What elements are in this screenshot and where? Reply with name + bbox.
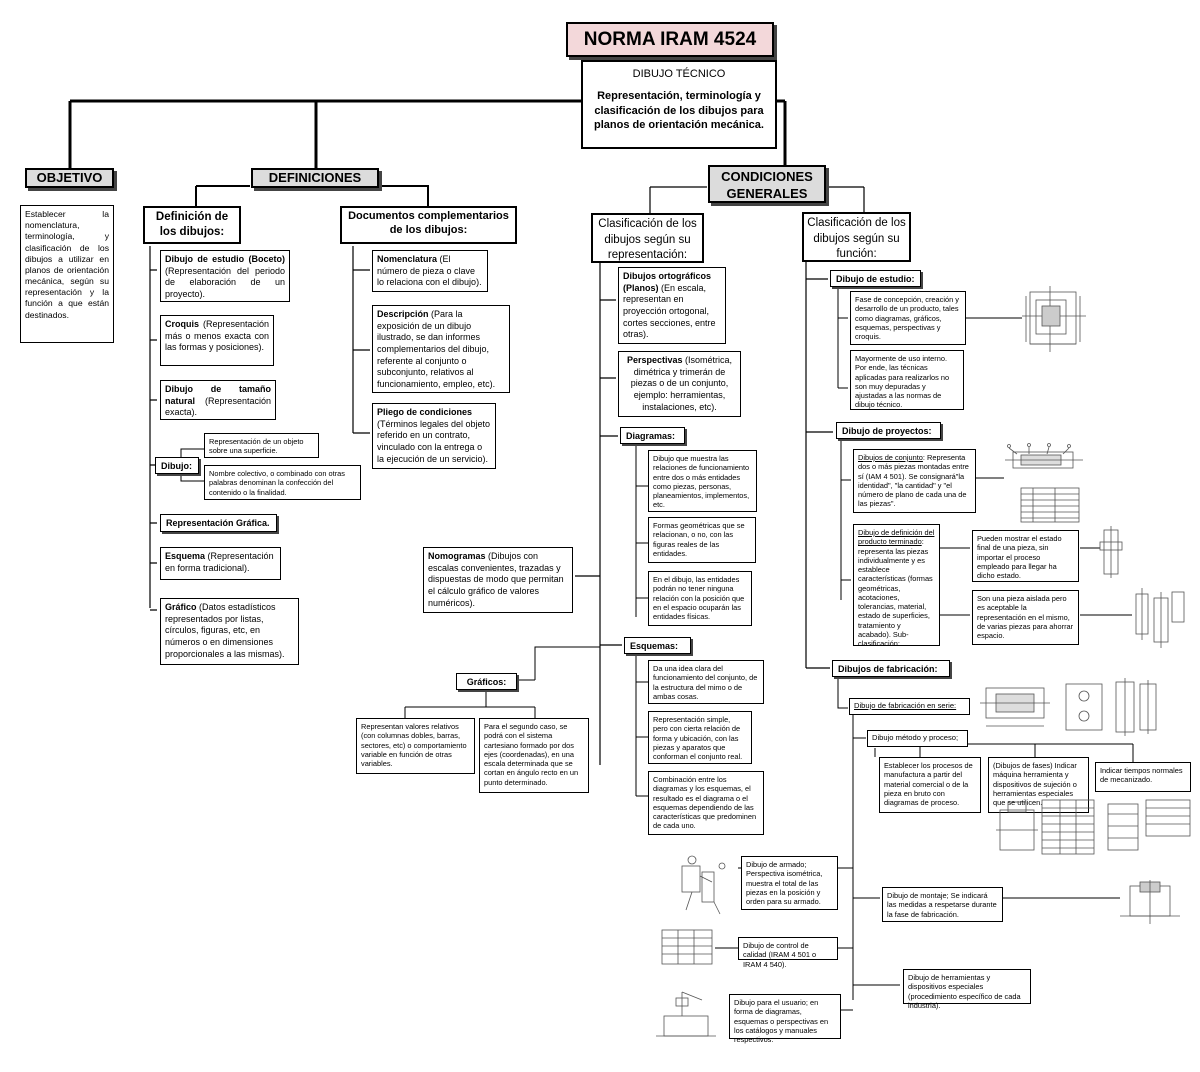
met-a: Establecer los procesos de manufactura a… <box>879 757 981 813</box>
dibujo-def-b: Nombre colectivo, o combinado con otras … <box>204 465 361 500</box>
grafico-bold: Gráfico <box>165 602 197 612</box>
montaje-drawing-image <box>1120 880 1180 924</box>
nomenclatura-bold: Nomenclatura <box>377 254 438 264</box>
dibujo-tecnico-heading: DIBUJO TÉCNICO <box>632 68 726 80</box>
usuario-box: Dibujo para el usuario; en forma de diag… <box>729 994 841 1044</box>
esquemas-label: Esquemas: <box>624 637 691 654</box>
metodo-label: Dibujo método y proceso; <box>867 730 968 747</box>
definicion-rest: : representa las piezas individualmente … <box>858 537 933 646</box>
perspectivas-box: Perspectivas (Isométrica, dimétrica y tr… <box>618 351 741 417</box>
dibujo-tecnico-text: Representación, terminología y clasifica… <box>594 90 764 131</box>
nomenclatura-box: Nomenclatura (El número de pieza o clave… <box>372 250 488 292</box>
objetivo-text: Establecer la nomenclatura, terminología… <box>20 205 114 343</box>
rep-header: Clasificación de los dibujos según su re… <box>591 213 704 263</box>
nomogramas-bold: Nomogramas <box>428 551 486 561</box>
esq-b: Representación simple, pero con cierta r… <box>648 711 752 764</box>
ortograficos-bold: Dibujos ortográficos (Planos) <box>623 271 712 293</box>
descripcion-rest: (Para la exposición de un dibujo ilustra… <box>377 309 496 390</box>
pliego-box: Pliego de condiciones (Términos legales … <box>372 403 496 469</box>
nomogramas-box: Nomogramas (Dibujos con escalas convenie… <box>423 547 573 613</box>
serie-label-text: Dibujo de fabricación en serie: <box>854 701 957 710</box>
est-a: Fase de concepción, creación y desarroll… <box>850 291 966 345</box>
graficos-label: Gráficos: <box>456 673 517 690</box>
conjunto-underlined: Dibujos de conjunto <box>858 453 923 462</box>
met-c: Indicar tiempos normales de mecanizado. <box>1095 762 1191 792</box>
descripcion-bold: Descripción <box>377 309 429 319</box>
dibujo-tecnico-box: DIBUJO TÉCNICO Representación, terminolo… <box>581 60 777 149</box>
definicion-box: Dibujo de definición del producto termin… <box>853 524 940 646</box>
diag-c: En el dibujo, las entidades podrán no te… <box>648 571 752 626</box>
rep-grafica-label: Representación Gráfica. <box>160 514 277 532</box>
esquema-bold: Esquema <box>165 551 206 561</box>
fun-header: Clasificación de los dibujos según su fu… <box>802 212 911 262</box>
def-a: Pueden mostrar el estado final de una pi… <box>972 530 1079 582</box>
pliego-bold: Pliego de condiciones <box>377 407 473 417</box>
page-title: NORMA IRAM 4524 <box>566 22 774 57</box>
ortograficos-box: Dibujos ortográficos (Planos) (En escala… <box>618 267 726 344</box>
proyectos-label: Dibujo de proyectos: <box>836 422 941 439</box>
definiciones-header: DEFINICIONES <box>251 168 379 188</box>
boceto-bold: Dibujo de estudio (Boceto) <box>165 254 285 264</box>
ortograficos-rest: (En escala, representan en proyección or… <box>623 282 716 340</box>
tamano-bold: Dibujo de tamaño natural <box>165 384 271 406</box>
conjunto-box: Dibujos de conjunto: Representa dos o má… <box>853 449 976 513</box>
graf-a: Representan valores relativos (con colum… <box>356 718 475 774</box>
nomenclatura-rest: (El número de pieza o clave lo relaciona… <box>377 254 482 288</box>
definicion-drawing-image-b <box>1135 588 1185 648</box>
tamano-box: Dibujo de tamaño natural (Representación… <box>160 380 276 420</box>
armado-drawing-image <box>681 855 726 915</box>
fabricacion-label: Dibujos de fabricación: <box>832 660 950 677</box>
metodo-drawing-image <box>996 799 1191 855</box>
croquis-rest: (Representación más o menos exacta con l… <box>165 319 269 353</box>
condiciones-header-text: CONDICIONES GENERALES <box>721 169 813 201</box>
boceto-rest: (Representación del periodo de elaboraci… <box>165 265 285 300</box>
calidad-drawing-image <box>661 929 713 965</box>
estudio-drawing-image <box>1022 286 1086 352</box>
grafico-box: Gráfico (Datos estadísticos representado… <box>160 598 299 665</box>
perspectivas-rest: (Isométrica, dimétrica y trimerán de pie… <box>630 355 733 412</box>
dibujo-def-a: Representación de un objeto sobre una su… <box>204 433 319 458</box>
esq-a: Da una idea clara del funcionamiento del… <box>648 660 764 704</box>
calidad-box: Dibujo de control de calidad (IRAM 4 501… <box>738 937 838 969</box>
perspectivas-bold: Perspectivas <box>626 355 683 365</box>
croquis-bold: Croquis <box>165 319 200 329</box>
graf-b: Para el segundo caso, se podrá con el si… <box>479 718 589 793</box>
conjunto-rest: : Representa dos o más piezas montadas e… <box>858 453 969 509</box>
armado-box: Dibujo de armado; Perspectiva isométrica… <box>741 856 838 910</box>
def-b: Son una pieza aislada pero es aceptable … <box>972 590 1079 645</box>
usuario-drawing-image <box>656 991 716 1037</box>
conjunto-drawing-image <box>1005 443 1083 523</box>
definicion-underlined: Dibujo de definición del producto termin… <box>858 528 935 547</box>
diag-a: Dibujo que muestra las relaciones de fun… <box>648 450 757 512</box>
montaje-box: Dibujo de montaje; Se indicará las medid… <box>882 887 1003 922</box>
croquis-box: Croquis (Representación más o menos exac… <box>160 315 274 366</box>
diagramas-label: Diagramas: <box>620 427 685 444</box>
estudio-label: Dibujo de estudio: <box>830 270 921 287</box>
descripcion-box: Descripción (Para la exposición de un di… <box>372 305 510 393</box>
serie-label: Dibujo de fabricación en serie: <box>849 698 970 715</box>
condiciones-header: CONDICIONES GENERALES <box>708 165 826 203</box>
objetivo-header: OBJETIVO <box>25 168 114 188</box>
doc-comp-header: Documentos complementarios de los dibujo… <box>340 206 517 244</box>
herramientas-box: Dibujo de herramientas y dispositivos es… <box>903 969 1031 1010</box>
esquema-rest: (Representación en forma tradicional). <box>165 551 274 573</box>
pliego-rest: (Términos legales del objeto referido en… <box>377 418 491 464</box>
esq-c: Combinación entre los diagramas y los es… <box>648 771 764 835</box>
dibujo-label: Dibujo: <box>155 457 199 474</box>
boceto-box: Dibujo de estudio (Boceto) (Representaci… <box>160 250 290 302</box>
tamano-rest: (Representación exacta). <box>165 395 271 418</box>
esquema-box: Esquema (Representación en forma tradici… <box>160 547 281 580</box>
est-b: Mayormente de uso interno. Por ende, las… <box>850 350 964 410</box>
def-dibujos-header: Definición de los dibujos: <box>143 206 241 244</box>
grafico-rest: (Datos estadísticos representados por li… <box>165 602 285 659</box>
met-b: (Dibujos de fases) Indicar máquina herra… <box>988 757 1089 813</box>
nomogramas-rest: (Dibujos con escalas convenientes, traza… <box>428 551 564 608</box>
diag-b: Formas geométricas que se relacionan, o … <box>648 517 756 563</box>
definicion-drawing-image-a <box>1099 526 1123 578</box>
fabricacion-drawing-image <box>980 678 1157 736</box>
